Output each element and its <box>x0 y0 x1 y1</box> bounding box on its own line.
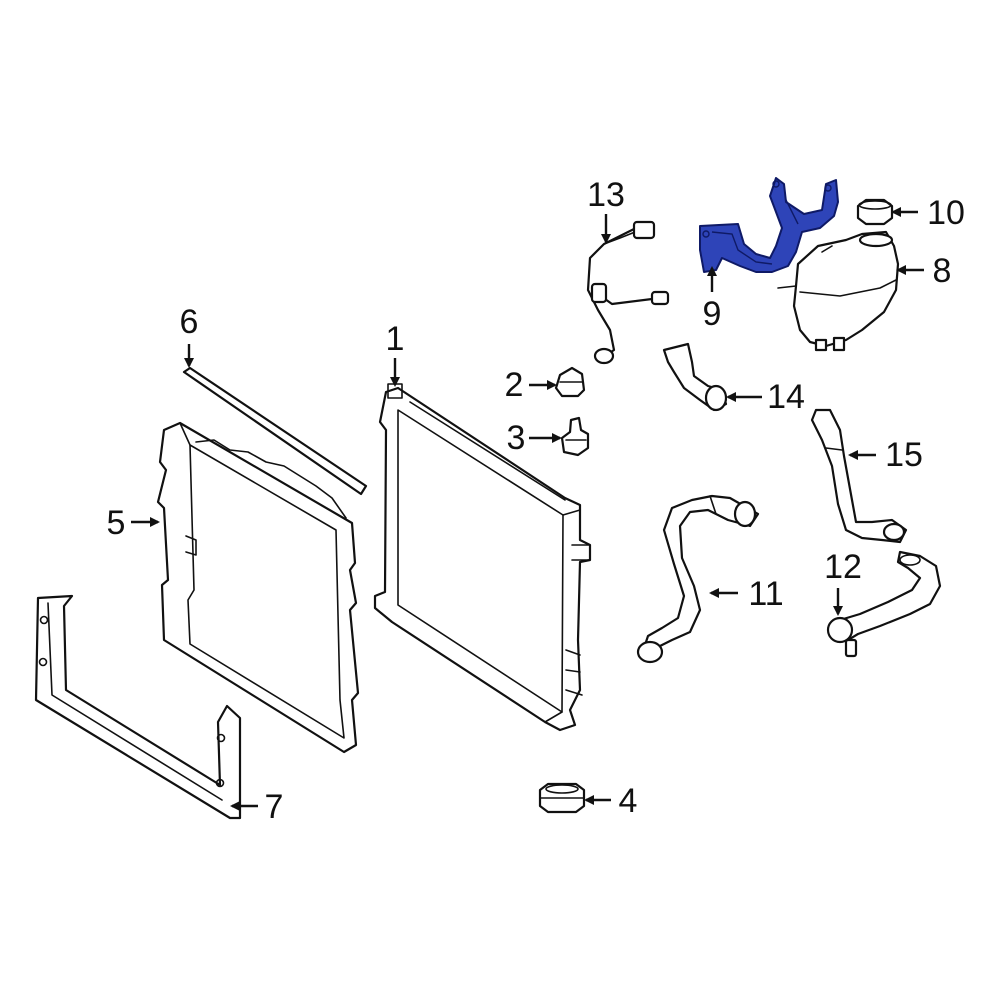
part-2-plug[interactable] <box>554 366 586 398</box>
callout-11: 11 <box>748 575 783 613</box>
callout-6: 6 <box>180 303 199 341</box>
callout-8: 8 <box>933 252 952 290</box>
callout-10: 10 <box>927 194 965 232</box>
part-10-reservoir-cap[interactable] <box>856 198 894 226</box>
callout-2: 2 <box>505 366 524 404</box>
part-8-expansion-tank[interactable] <box>777 230 900 352</box>
part-11-hose[interactable] <box>636 494 760 664</box>
part-3-sensor[interactable] <box>560 416 590 457</box>
callout-3: 3 <box>507 419 526 457</box>
part-12-hose[interactable] <box>826 550 942 658</box>
leader-lines <box>131 207 924 811</box>
callout-15: 15 <box>885 436 923 474</box>
part-15-hose[interactable] <box>810 408 908 544</box>
callout-1: 1 <box>386 320 405 358</box>
part-1-radiator[interactable] <box>373 383 592 732</box>
callout-9: 9 <box>703 295 722 333</box>
part-5-radiator-frame[interactable] <box>156 421 360 754</box>
callout-13: 13 <box>587 176 625 214</box>
callout-12: 12 <box>824 548 862 586</box>
callout-4: 4 <box>619 782 638 820</box>
callout-14: 14 <box>767 378 805 416</box>
callout-7: 7 <box>265 788 284 826</box>
part-9-mounting-bracket[interactable] <box>699 177 839 273</box>
part-13-coolant-pipe[interactable] <box>586 220 670 365</box>
callout-5: 5 <box>107 504 126 542</box>
part-14-hose[interactable] <box>662 342 728 412</box>
part-7-lower-bracket[interactable] <box>34 594 242 820</box>
part-4-mount[interactable] <box>538 782 586 814</box>
part-6-seal-strip[interactable] <box>182 366 368 496</box>
callout-labels: 1 2 3 4 5 6 7 8 9 10 11 12 13 14 15 <box>107 176 965 826</box>
